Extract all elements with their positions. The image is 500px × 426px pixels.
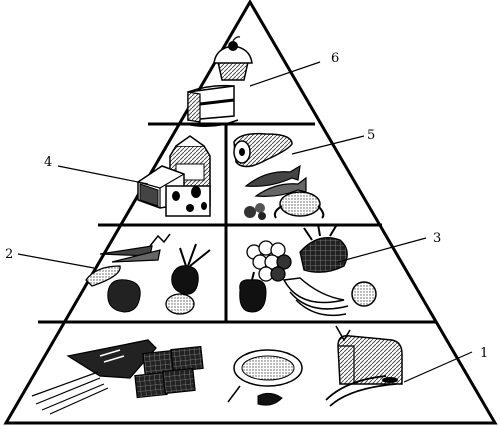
cheese-icon: [137, 165, 211, 217]
callout-line-6: [249, 61, 321, 87]
callout-line-4: [57, 165, 149, 185]
pizza-icon: [227, 349, 303, 406]
onion-icon: [107, 279, 195, 315]
apple-icon: [239, 271, 267, 313]
callout-leaders: [17, 61, 473, 383]
carrots-icon: [99, 233, 171, 263]
callout-label-3: 3: [433, 231, 441, 246]
chicken-icon: [273, 191, 325, 219]
tier-dairy: [137, 135, 211, 217]
callout-label-1: 1: [480, 346, 488, 361]
tier-meat-fish: [233, 132, 325, 220]
callout-label-2: 2: [5, 247, 13, 262]
callout-label-4: 4: [44, 155, 52, 170]
callout-label-6: 6: [331, 51, 339, 66]
pasta-icon: [31, 339, 157, 415]
tier-vegetables: [85, 233, 211, 315]
ham-icon: [233, 132, 293, 168]
fish-icon: [244, 164, 307, 197]
bananas-icon: [282, 277, 349, 317]
tier-sweets: [185, 36, 253, 127]
orange-icon: [351, 281, 377, 307]
beet-icon: [171, 243, 211, 295]
wheat-icon: [325, 325, 398, 407]
nuts-icon: [244, 203, 266, 220]
tier-grains: [31, 325, 403, 415]
bread-icon: [337, 334, 403, 385]
grapes-icon: [246, 240, 292, 282]
pineapple-icon: [299, 223, 348, 273]
tier-fruits: [239, 223, 377, 317]
cake-icon: [185, 84, 239, 127]
callout-line-3: [337, 237, 427, 263]
callout-label-5: 5: [367, 128, 375, 143]
crackers-icon: [134, 345, 204, 399]
callout-line-5: [291, 135, 365, 155]
corn-icon: [85, 265, 121, 287]
cupcake-icon: [213, 36, 253, 81]
callout-line-2: [17, 253, 95, 269]
callout-line-1: [403, 351, 473, 383]
